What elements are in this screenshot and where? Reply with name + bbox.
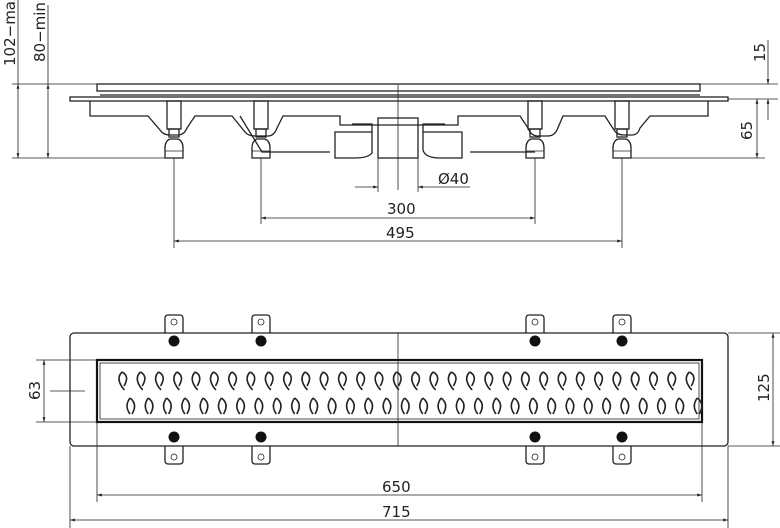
mounting-tab-bottom bbox=[525, 443, 545, 465]
slot bbox=[484, 371, 502, 415]
outlet bbox=[334, 85, 463, 190]
hole bbox=[529, 431, 541, 443]
slot bbox=[374, 371, 392, 415]
slot bbox=[667, 371, 685, 415]
top-view: 63 125 650 715 bbox=[26, 314, 780, 528]
slot bbox=[282, 371, 301, 415]
slot bbox=[520, 371, 538, 415]
slot bbox=[502, 371, 520, 415]
slot bbox=[539, 371, 557, 415]
slot bbox=[429, 371, 447, 415]
mounting-tab-top bbox=[525, 314, 545, 336]
mounting-tab-bottom bbox=[612, 443, 632, 465]
side-view: 102−max 80−min 15 65 Ø40 300 bbox=[1, 0, 778, 248]
foot bbox=[164, 100, 184, 159]
outlet-diameter-label: Ø40 bbox=[438, 170, 469, 188]
grate-length-label: 650 bbox=[382, 478, 411, 496]
slot bbox=[337, 371, 355, 415]
slot bbox=[319, 371, 337, 415]
mounting-tab-top bbox=[612, 314, 632, 336]
slot bbox=[356, 371, 374, 415]
hole bbox=[529, 335, 541, 347]
slot bbox=[118, 371, 136, 415]
mounting-tab-bottom bbox=[164, 443, 184, 465]
slot bbox=[612, 371, 630, 415]
slot bbox=[411, 371, 429, 415]
body-height-label: 65 bbox=[738, 121, 756, 140]
slot bbox=[191, 371, 209, 415]
grate bbox=[95, 358, 704, 424]
flange-thickness-label: 15 bbox=[751, 43, 769, 62]
outer-feet-spacing-label: 495 bbox=[386, 224, 415, 242]
slot bbox=[630, 371, 648, 415]
slot bbox=[154, 371, 172, 415]
slot bbox=[447, 371, 465, 415]
grate-top bbox=[96, 83, 701, 92]
mounting-tab-top bbox=[164, 314, 184, 336]
slot bbox=[575, 371, 593, 415]
hole bbox=[616, 335, 628, 347]
foot bbox=[612, 100, 632, 159]
grate-width-label: 63 bbox=[26, 381, 44, 400]
slot bbox=[246, 371, 264, 415]
overall-width-label: 125 bbox=[755, 373, 773, 402]
slot bbox=[594, 371, 612, 415]
height-min-label: 80−min bbox=[31, 2, 49, 62]
hole bbox=[255, 335, 267, 347]
adjustable-feet bbox=[164, 100, 632, 159]
mounting-holes bbox=[168, 335, 628, 443]
slot bbox=[557, 371, 575, 415]
slot bbox=[648, 371, 667, 415]
slot bbox=[264, 371, 282, 415]
mounting-tab-bottom bbox=[251, 443, 271, 465]
slot bbox=[209, 371, 227, 415]
channel-body bbox=[89, 101, 709, 137]
slot bbox=[301, 371, 319, 415]
flange bbox=[69, 96, 729, 102]
slot bbox=[228, 371, 246, 415]
inner-feet-spacing-label: 300 bbox=[387, 200, 416, 218]
foot bbox=[525, 100, 545, 159]
hole bbox=[168, 431, 180, 443]
hole bbox=[168, 335, 180, 347]
height-max-label: 102−max bbox=[1, 0, 19, 66]
hole bbox=[616, 431, 628, 443]
slot bbox=[465, 371, 484, 415]
foot bbox=[251, 100, 271, 159]
hole bbox=[255, 431, 267, 443]
grate-slots bbox=[118, 371, 703, 415]
overall-length-label: 715 bbox=[382, 503, 411, 521]
mounting-tab-top bbox=[251, 314, 271, 336]
slot bbox=[136, 371, 154, 415]
slot bbox=[685, 371, 703, 415]
slot bbox=[173, 371, 191, 415]
